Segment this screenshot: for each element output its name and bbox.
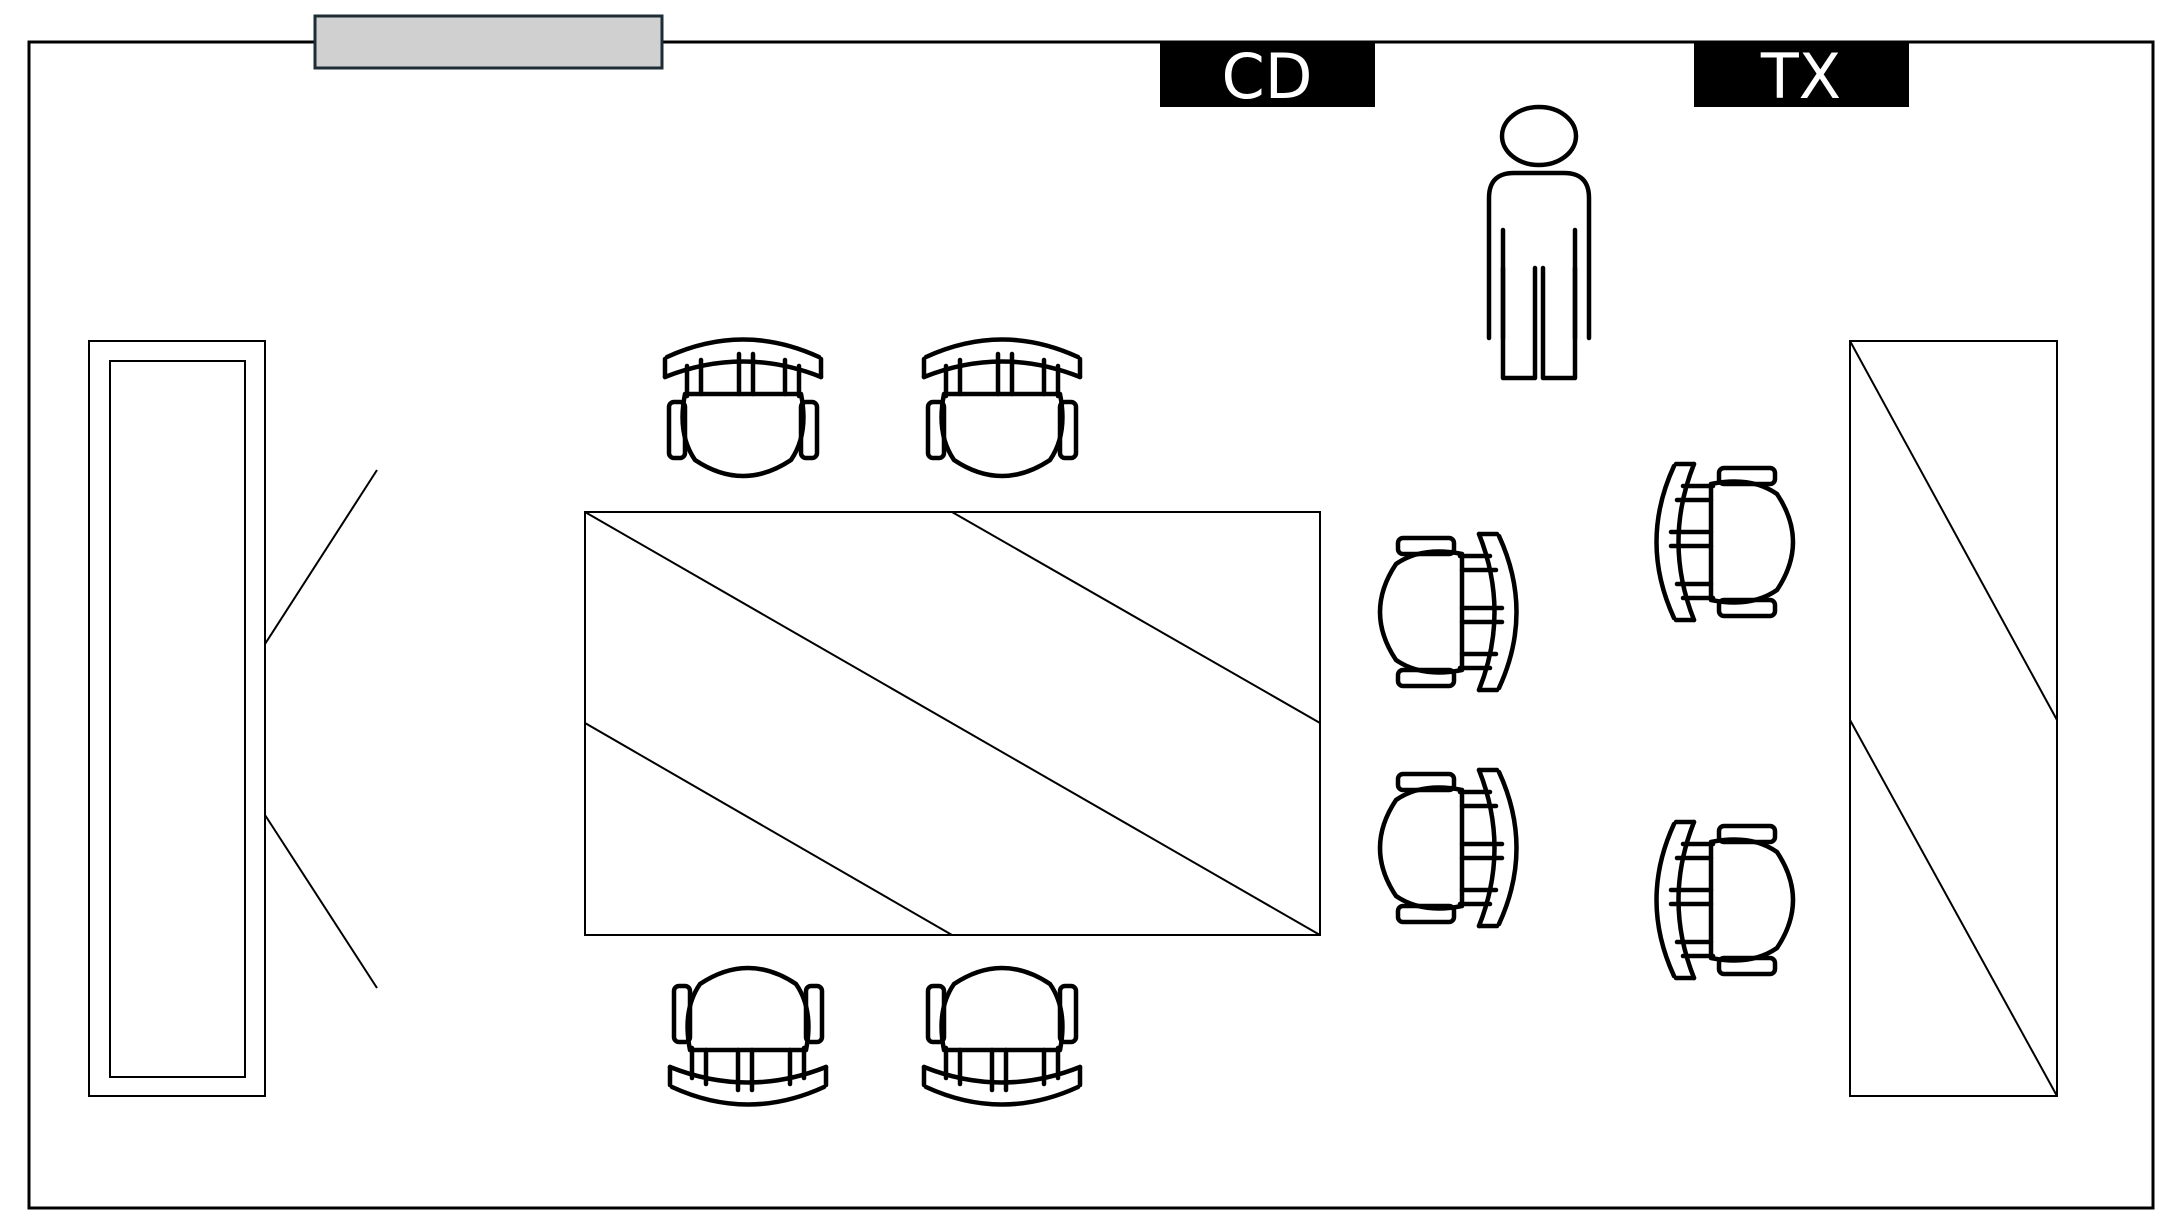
chair-table-end-upper — [1380, 534, 1517, 690]
svg-text:TX: TX — [1760, 40, 1841, 113]
left-cabinet — [88, 340, 266, 1097]
room-outline — [27, 40, 2155, 1210]
window — [313, 14, 664, 70]
chair-table-top-right — [924, 340, 1080, 477]
chair-table-end-lower — [1380, 770, 1517, 926]
label-cd: CD — [1160, 40, 1375, 113]
chair-cabinet-lower — [1657, 822, 1794, 978]
label-tx: TX — [1694, 40, 1909, 113]
door-swing — [264, 469, 378, 989]
standing-person-icon — [1489, 107, 1589, 378]
svg-text:CD: CD — [1221, 40, 1312, 113]
right-cabinet — [1849, 340, 2058, 1097]
chair-table-top-left — [665, 340, 821, 477]
chair-table-bottom-right — [924, 968, 1080, 1105]
chair-cabinet-upper — [1657, 464, 1794, 620]
chair-table-bottom-left — [670, 968, 826, 1105]
conference-table — [584, 511, 1321, 936]
